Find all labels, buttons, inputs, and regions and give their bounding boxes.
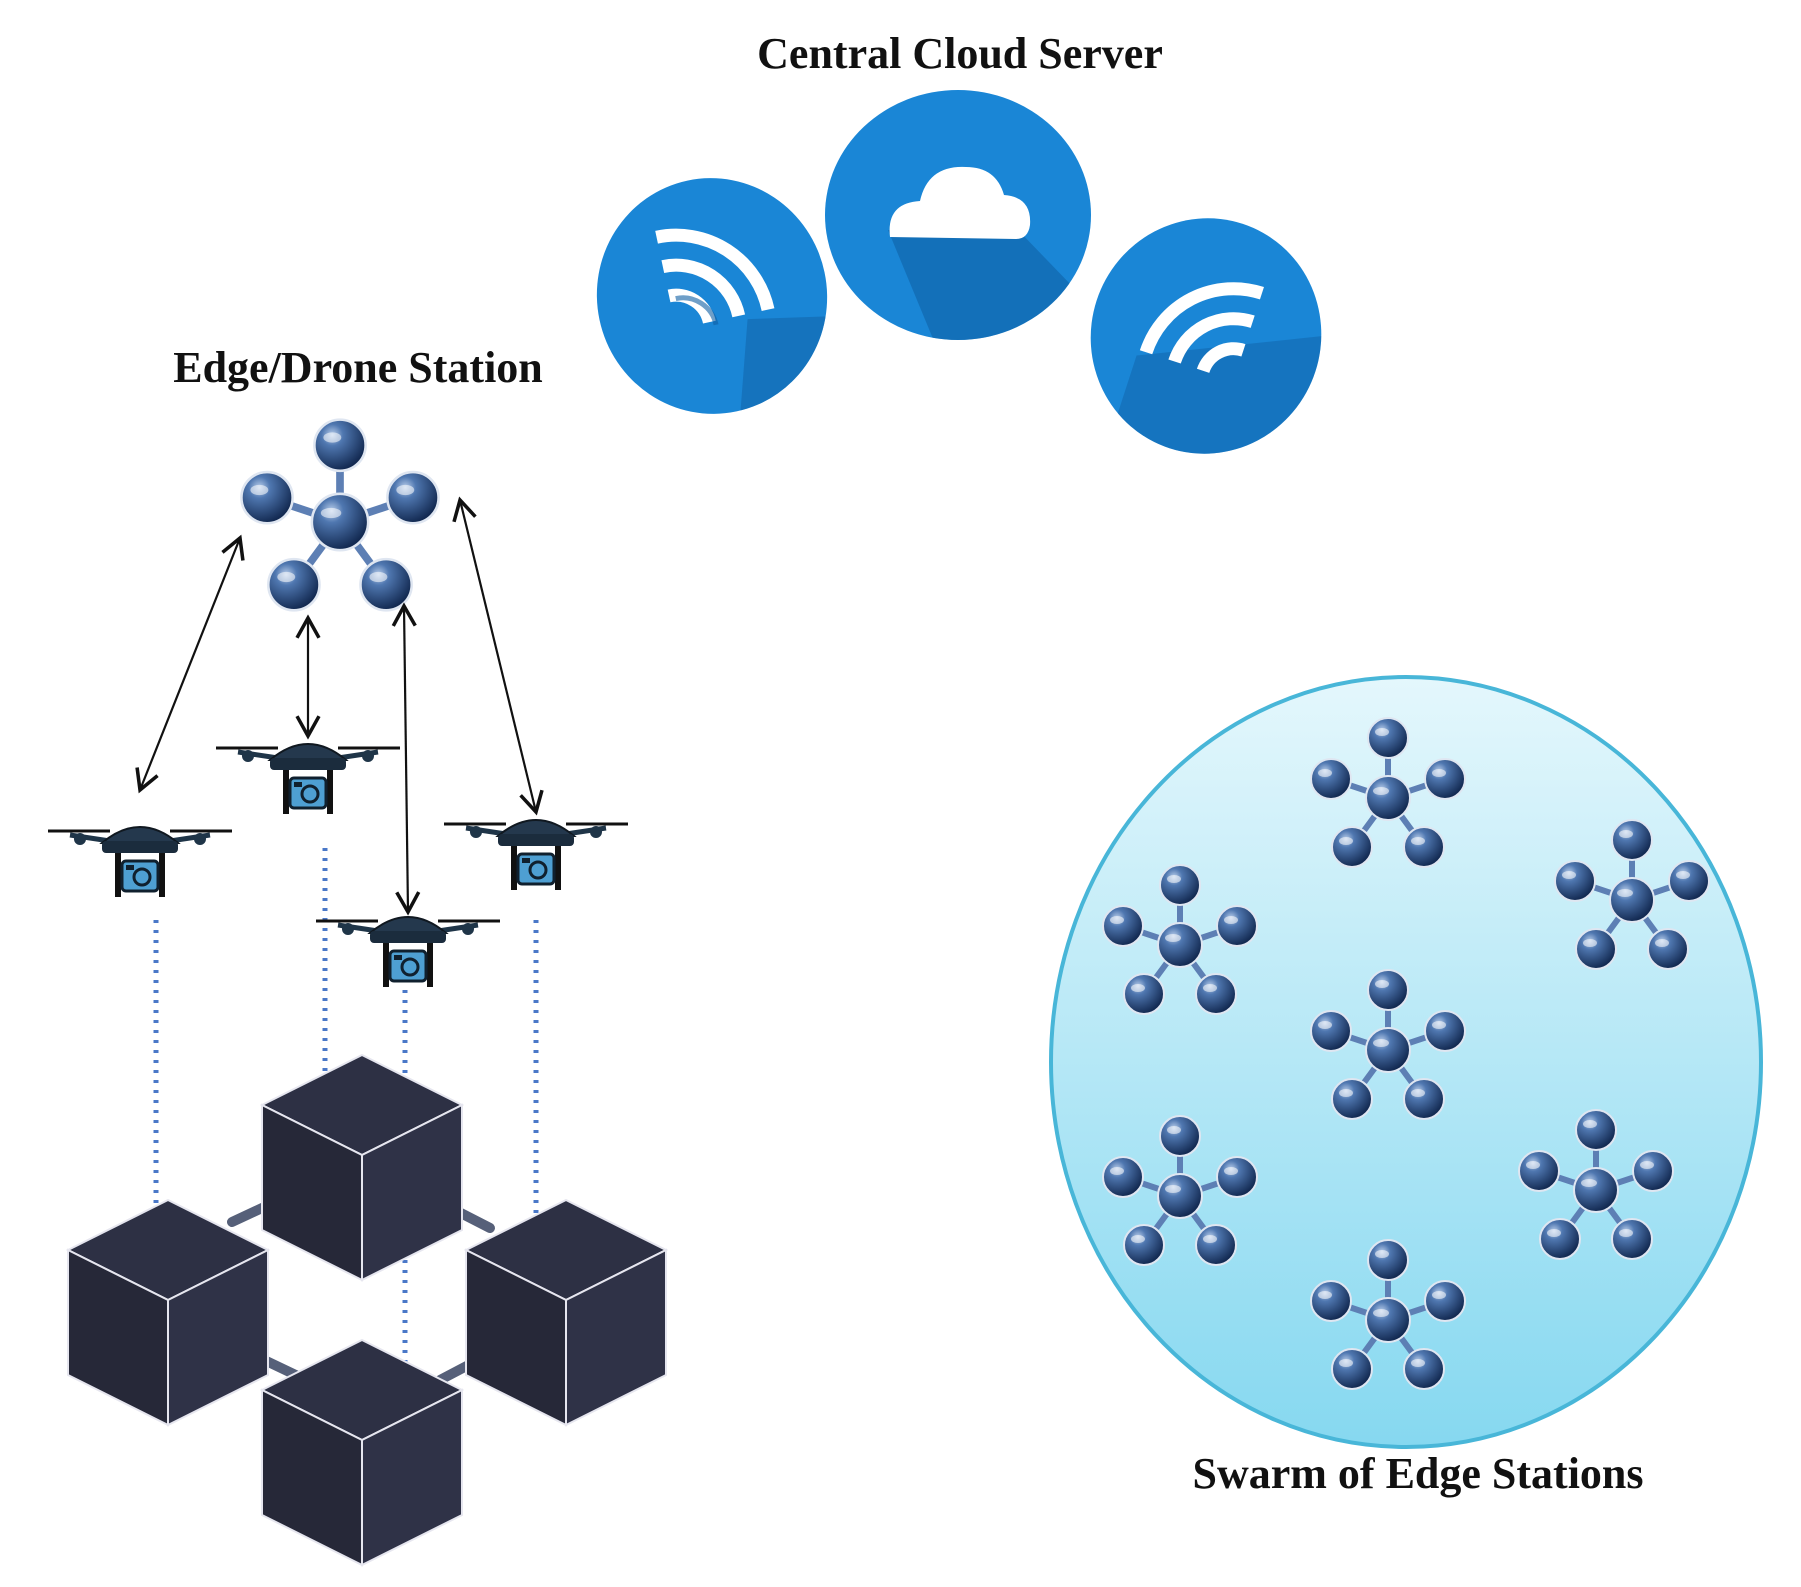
camera-drone-icon — [216, 744, 400, 814]
cloud-icon — [825, 90, 1091, 340]
blockchain-cube-icon — [67, 1199, 269, 1426]
camera-drone-icon — [316, 917, 500, 987]
blockchain-cube-icon — [465, 1199, 667, 1426]
camera-drone-icon — [48, 827, 232, 897]
communication-arrows — [135, 496, 544, 916]
wifi-icon — [1087, 218, 1335, 484]
cloud-server-title: Central Cloud Server — [757, 29, 1163, 78]
swarm-title: Swarm of Edge Stations — [1192, 1449, 1643, 1498]
blockchain-cube-icon — [261, 1054, 463, 1281]
edge-station-node-icon — [241, 420, 438, 611]
camera-drone-icon — [444, 820, 628, 890]
edge-station-title: Edge/Drone Station — [173, 343, 543, 392]
